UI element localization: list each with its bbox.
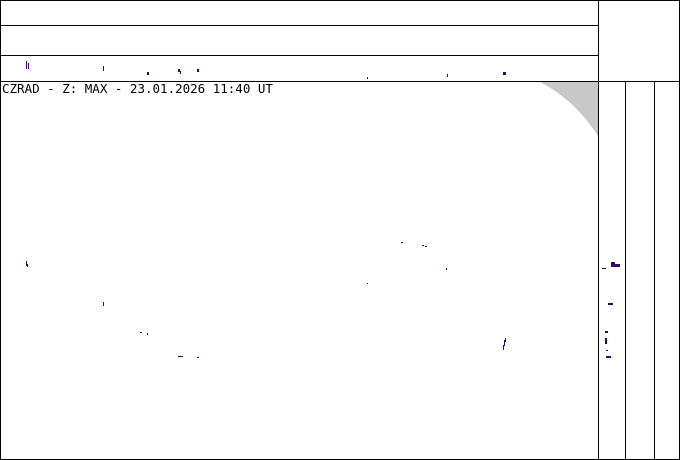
no-coverage-area [540, 82, 598, 136]
top-projection-echoes [26, 61, 506, 79]
map-echoes [26, 242, 506, 358]
radar-caption: CZRAD - Z: MAX - 23.01.2026 11:40 UT [2, 81, 273, 96]
right-projection-echoes [602, 262, 620, 358]
